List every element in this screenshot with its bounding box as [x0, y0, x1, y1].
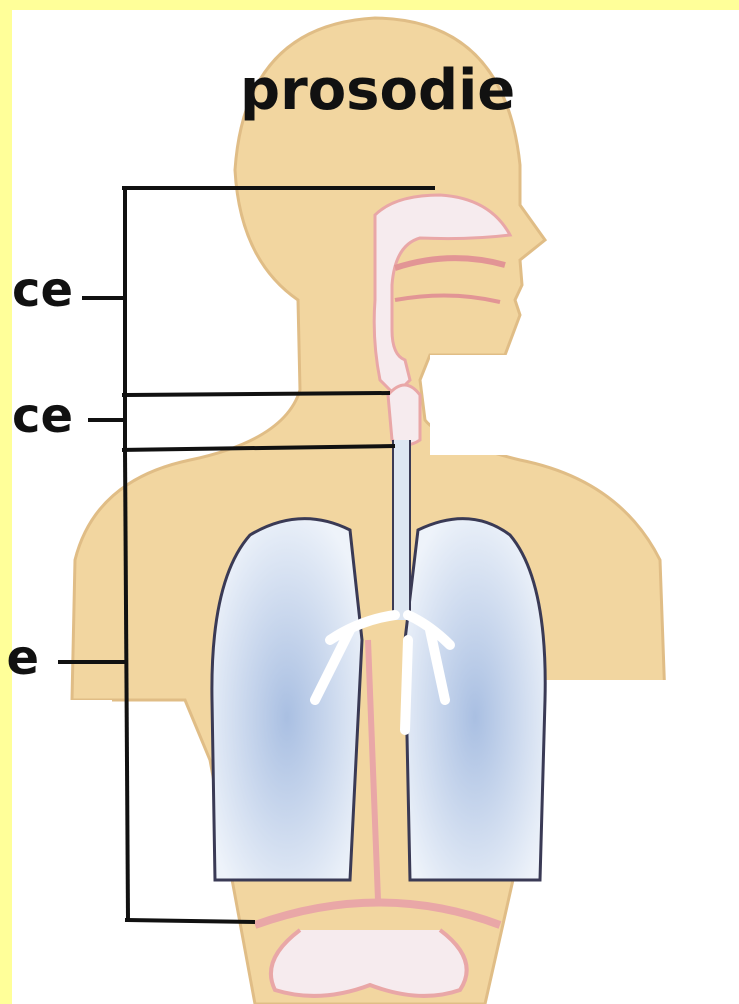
right-lung	[405, 519, 545, 880]
label-phonation: ce	[12, 388, 73, 444]
left-lung	[212, 519, 362, 880]
title-prosodie: prosodie	[240, 58, 515, 123]
trachea-fill	[394, 440, 409, 620]
fade-neck-right	[430, 355, 550, 455]
larynx	[388, 385, 420, 445]
abdomen-organ	[271, 930, 467, 996]
bracket-resonance-bottom	[122, 393, 390, 395]
bracket-respiration-bottom	[125, 920, 255, 922]
label-resonance: ce	[12, 262, 73, 318]
fade-bottom-left	[12, 700, 112, 1004]
label-respiration: e	[6, 630, 39, 686]
fade-bottom-right	[540, 680, 739, 1004]
